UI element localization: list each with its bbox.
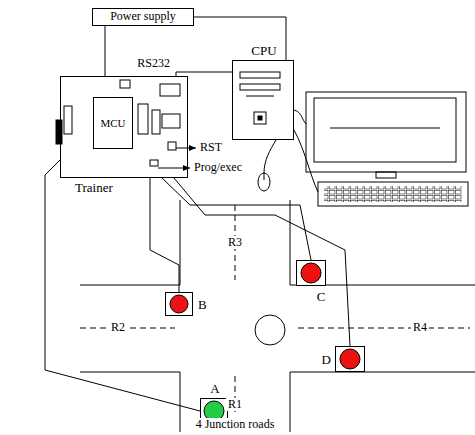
pin-label: RST xyxy=(200,141,222,154)
mcu-chip: MCU xyxy=(93,97,133,149)
wire xyxy=(150,178,179,292)
node-label: Power supply xyxy=(110,10,176,23)
lamp xyxy=(297,261,325,285)
road-label: R2 xyxy=(109,321,127,334)
trainer-board-parts xyxy=(56,80,196,168)
wire xyxy=(174,178,350,346)
light-letter: D xyxy=(322,353,331,367)
road-label: R1 xyxy=(226,398,244,411)
power-supply-box: Power supply xyxy=(92,8,194,26)
edge-label: RS232 xyxy=(137,57,170,70)
figure-caption: 4 Junction roads xyxy=(194,418,277,431)
lamp-circle xyxy=(301,263,321,283)
junction-roads xyxy=(80,200,475,432)
lamp-circle xyxy=(170,295,188,313)
road-label: R4 xyxy=(411,321,429,334)
wire xyxy=(194,17,286,60)
lamp-circle xyxy=(340,349,360,369)
lamp xyxy=(336,347,364,371)
node-label: CPU xyxy=(251,44,276,58)
pin-label: Prog/exec xyxy=(194,161,242,174)
trainer-board: TrainerMCU xyxy=(60,76,188,178)
light-letter: C xyxy=(317,290,326,304)
cpu-tower: CPU xyxy=(232,60,294,140)
traffic-light: B xyxy=(165,292,193,316)
traffic-light: C xyxy=(296,260,326,286)
wire xyxy=(45,160,200,411)
wire xyxy=(105,26,106,76)
light-letter: B xyxy=(198,298,207,312)
road-label: R3 xyxy=(226,236,244,249)
light-letter: A xyxy=(210,382,219,396)
node-label: MCU xyxy=(100,117,125,129)
traffic-light: D xyxy=(335,346,365,372)
lamp xyxy=(166,293,192,315)
computer xyxy=(240,72,468,206)
node-label: Trainer xyxy=(75,181,113,195)
